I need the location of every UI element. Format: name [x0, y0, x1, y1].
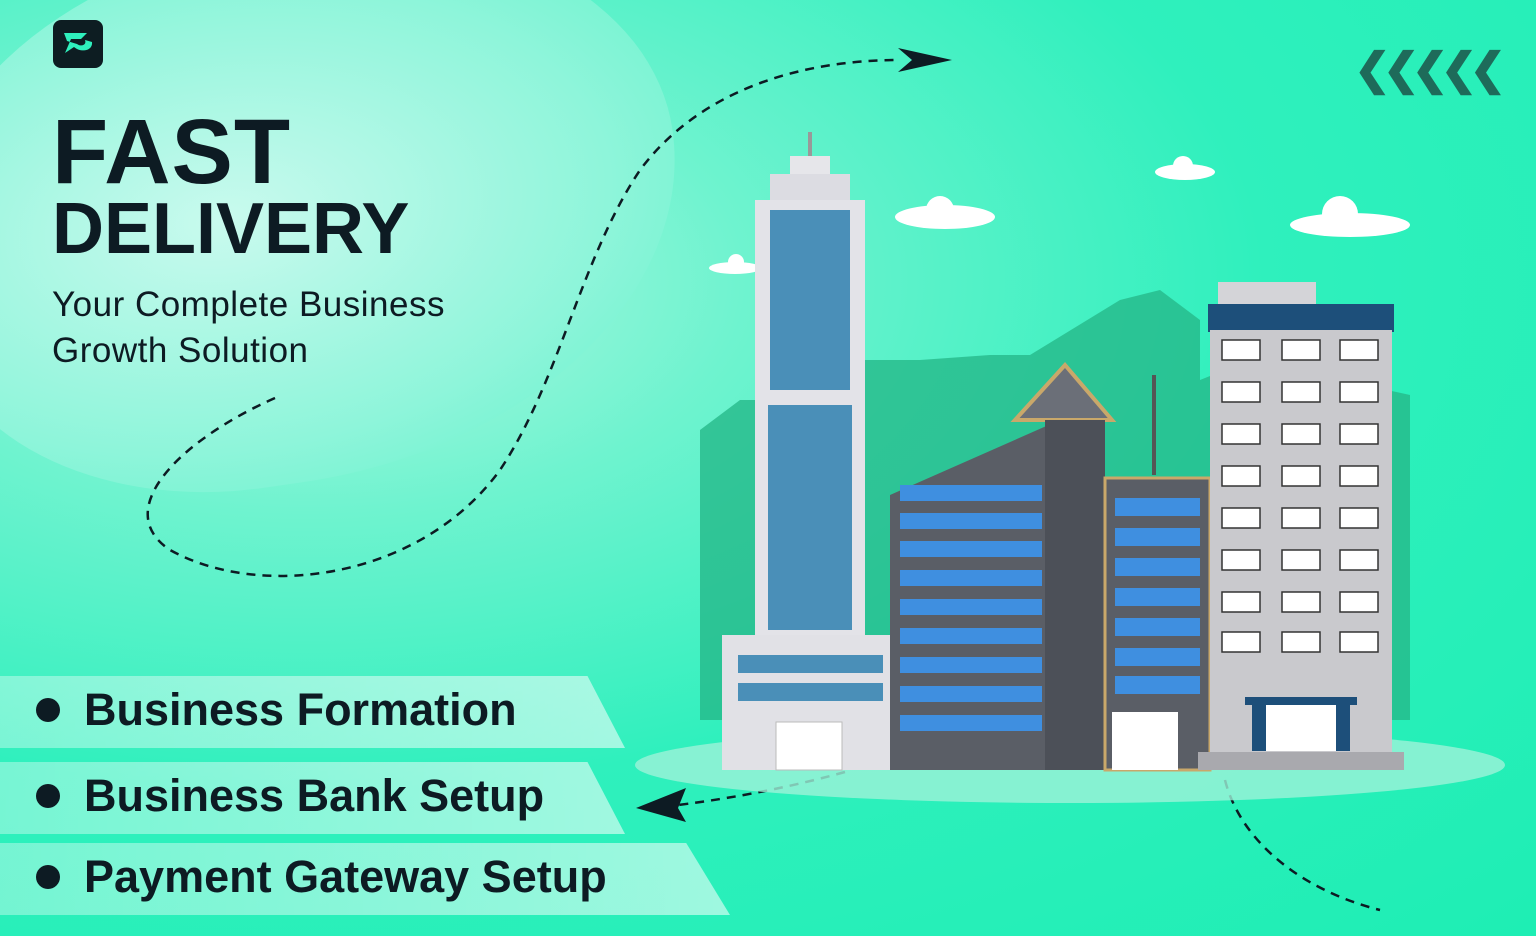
- arrow-head-icon: [636, 788, 686, 822]
- clouds: [709, 156, 1410, 274]
- subtitle: Your Complete Business Growth Solution: [52, 282, 445, 374]
- subtitle-line-2: Growth Solution: [52, 331, 309, 370]
- headline-line-2: DELIVERY: [52, 189, 410, 269]
- service-item: Business Formation: [36, 684, 517, 736]
- service-label: Business Formation: [84, 684, 517, 735]
- service-label: Payment Gateway Setup: [84, 851, 607, 902]
- brand-logo: [53, 20, 103, 68]
- bullet-icon: [36, 865, 60, 889]
- rd-logo-icon: [64, 33, 93, 53]
- service-item: Business Bank Setup: [36, 770, 544, 822]
- service-label: Business Bank Setup: [84, 770, 545, 821]
- chevrons-left-icon: ❮❮❮❮❮: [1354, 45, 1506, 94]
- headline-line-1: FAST: [52, 101, 292, 203]
- service-band: [0, 843, 730, 915]
- service-item: Payment Gateway Setup: [36, 851, 607, 903]
- service-band: [0, 762, 625, 834]
- subtitle-line-1: Your Complete Business: [52, 285, 445, 324]
- service-band: [0, 676, 625, 748]
- bullet-icon: [36, 698, 60, 722]
- bullet-icon: [36, 784, 60, 808]
- arrow-head-icon: [898, 48, 952, 72]
